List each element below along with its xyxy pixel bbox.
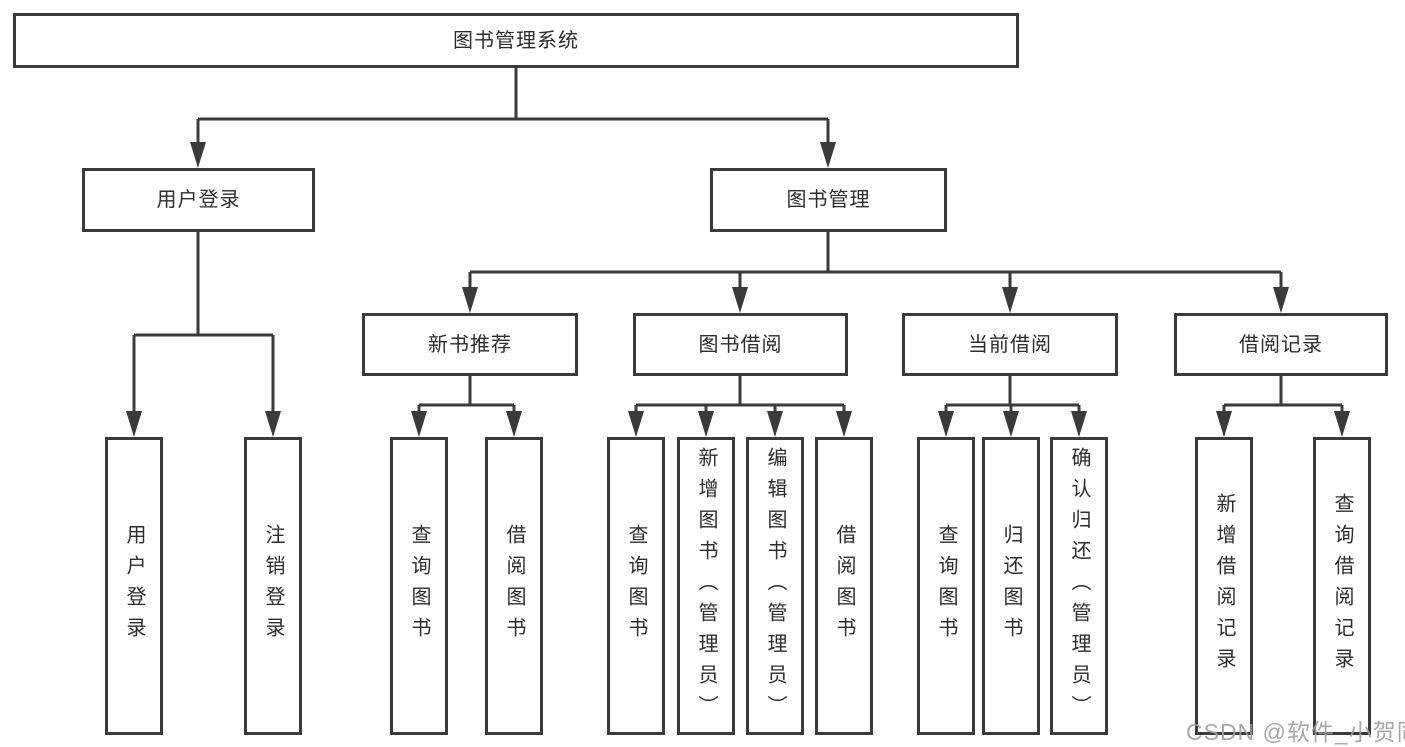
node-borrow-books-recommendation: 借阅图书 [485,437,543,735]
node-label: 查询图书 [935,524,957,648]
node-label: 图书借阅 [698,333,783,356]
connector-paths [132,68,1344,415]
node-borrow-books: 借阅图书 [815,437,873,735]
node-book-borrowing: 图书借阅 [633,313,848,376]
node-user-login-action: 用户登录 [105,437,163,735]
node-label: 用户登录 [156,189,241,211]
node-query-borrow-record: 查询借阅记录 [1313,437,1371,735]
node-label: 用户登录 [123,524,145,648]
node-label: 确认归还（管理员） [1068,446,1090,726]
node-return-book: 归还图书 [982,437,1040,735]
arrowheads [126,142,1350,437]
node-borrowing-records: 借阅记录 [1174,313,1388,376]
node-label: 查询图书 [625,524,647,648]
node-new-book-recommendation: 新书推荐 [362,313,578,376]
node-add-borrow-record: 新增借阅记录 [1195,437,1253,735]
csdn-watermark: CSDN @软件_小贺同学 [1186,719,1405,745]
node-label: 编辑图书（管理员） [764,446,786,726]
node-label: 当前借阅 [968,333,1052,356]
node-logout: 注销登录 [244,437,302,735]
node-label: 图书管理系统 [453,29,579,52]
node-add-book-admin: 新增图书（管理员） [677,437,735,735]
node-label: 新增图书（管理员） [695,446,717,726]
node-label: 借阅记录 [1239,333,1323,356]
node-book-management-system: 图书管理系统 [13,13,1019,68]
node-label: 归还图书 [1000,524,1022,648]
node-label: 新书推荐 [428,333,512,356]
node-label: 借阅图书 [833,524,855,648]
node-edit-book-admin: 编辑图书（管理员） [746,437,804,735]
node-book-management: 图书管理 [710,168,947,232]
node-user-login: 用户登录 [82,168,315,232]
node-label: 注销登录 [262,524,284,648]
node-label: 借阅图书 [503,524,525,648]
node-current-borrowing: 当前借阅 [902,313,1118,376]
node-query-books-borrowing: 查询图书 [607,437,665,735]
node-label: 查询借阅记录 [1331,493,1353,679]
node-query-books-recommendation: 查询图书 [390,437,448,735]
node-label: 查询图书 [408,524,430,648]
node-query-books-current: 查询图书 [917,437,975,735]
node-confirm-return-admin: 确认归还（管理员） [1050,437,1108,735]
node-label: 新增借阅记录 [1213,493,1235,679]
node-label: 图书管理 [786,189,871,211]
